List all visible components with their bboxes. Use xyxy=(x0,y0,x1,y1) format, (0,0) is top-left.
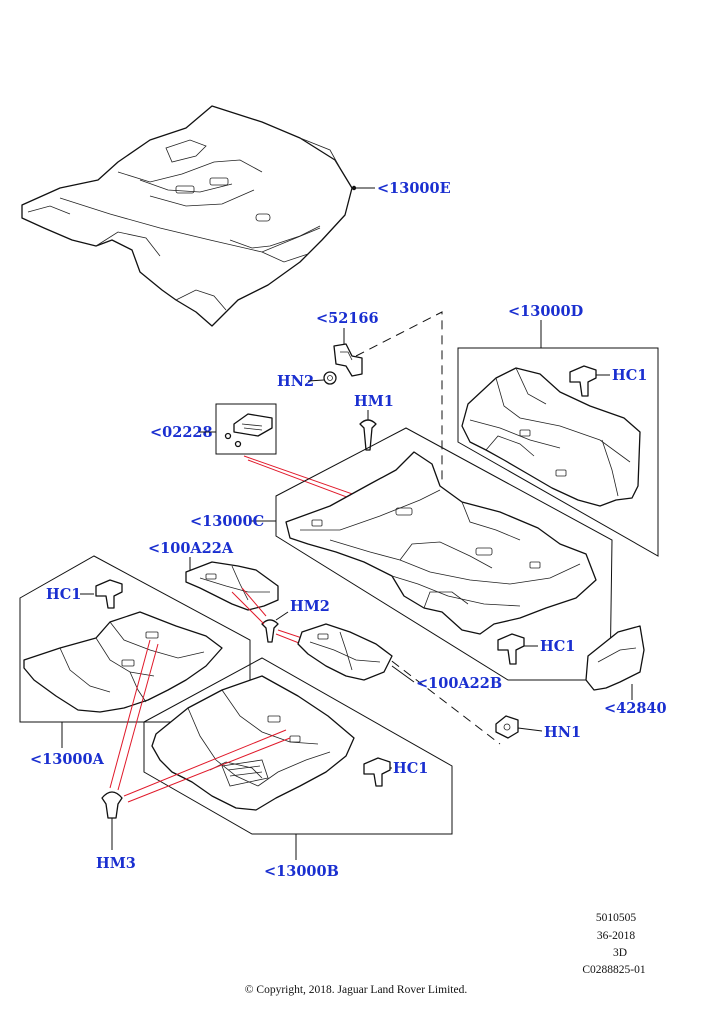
part-42840-trim[interactable] xyxy=(585,625,645,691)
part-hm1-clip[interactable] xyxy=(359,419,377,451)
callout-hc1[interactable]: HC1 xyxy=(393,760,428,777)
reference-date: 36-2018 xyxy=(597,930,636,942)
highlight-line xyxy=(117,643,159,791)
callout-13000e[interactable]: <13000E xyxy=(377,180,451,197)
callout-hm2[interactable]: HM2 xyxy=(290,598,330,615)
callout-52166[interactable]: <52166 xyxy=(316,310,379,327)
reference-code: C0288825-01 xyxy=(582,964,646,976)
part-100a22a-panel[interactable] xyxy=(185,561,279,611)
part-02228-grille[interactable] xyxy=(224,413,273,448)
callout-hn1[interactable]: HN1 xyxy=(544,724,581,741)
frame-13000b xyxy=(143,657,453,835)
part-13000c-carpet[interactable] xyxy=(285,451,597,635)
alignment-dashed-line xyxy=(355,311,443,480)
part-100a22b-panel[interactable] xyxy=(297,623,393,681)
callout-hm1[interactable]: HM1 xyxy=(354,393,394,410)
part-hn2-nut[interactable] xyxy=(323,371,337,385)
leader-line xyxy=(275,611,289,621)
reference-number: 5010505 xyxy=(596,912,637,924)
callout-100a22a[interactable]: <100A22A xyxy=(148,540,234,557)
part-hn1-nut[interactable] xyxy=(495,715,519,739)
callout-02228[interactable]: <02228 xyxy=(150,424,213,441)
frame-13000d xyxy=(457,347,659,557)
frame-02228 xyxy=(215,403,277,455)
part-hc1-clip[interactable] xyxy=(95,579,123,609)
part-hm2-clip[interactable] xyxy=(261,619,279,643)
part-hc1-clip[interactable] xyxy=(497,633,525,665)
highlight-line xyxy=(123,729,287,797)
highlight-line xyxy=(109,639,151,789)
callout-hm3[interactable]: HM3 xyxy=(96,855,136,872)
highlight-line xyxy=(241,587,267,617)
part-52166-bracket[interactable] xyxy=(333,343,363,377)
highlight-line xyxy=(231,591,265,625)
reference-view: 3D xyxy=(613,947,627,959)
callout-100a22b[interactable]: <100A22B xyxy=(416,675,502,692)
highlight-line xyxy=(127,737,291,803)
callout-42840[interactable]: <42840 xyxy=(604,700,667,717)
part-13000e-carpet[interactable] xyxy=(21,105,353,327)
callout-13000d[interactable]: <13000D xyxy=(508,303,583,320)
alignment-dashed-line xyxy=(379,651,501,745)
callout-13000c[interactable]: <13000C xyxy=(190,513,264,530)
callout-13000b[interactable]: <13000B xyxy=(264,863,339,880)
part-13000d-carpet[interactable] xyxy=(461,367,641,507)
part-hc1-clip[interactable] xyxy=(569,365,597,397)
callout-hn2[interactable]: HN2 xyxy=(277,373,314,390)
callout-hc1[interactable]: HC1 xyxy=(612,367,647,384)
callout-13000a[interactable]: <13000A xyxy=(30,751,105,768)
callout-hc1[interactable]: HC1 xyxy=(540,638,575,655)
part-hm3-clip[interactable] xyxy=(101,791,123,819)
callout-hc1[interactable]: HC1 xyxy=(46,586,81,603)
leader-line xyxy=(517,727,543,732)
copyright-notice: © Copyright, 2018. Jaguar Land Rover Lim… xyxy=(245,984,468,996)
part-13000a-carpet[interactable] xyxy=(23,611,223,713)
leader-line xyxy=(391,665,415,683)
part-hc1-clip[interactable] xyxy=(363,757,391,787)
leader-line xyxy=(307,379,325,382)
